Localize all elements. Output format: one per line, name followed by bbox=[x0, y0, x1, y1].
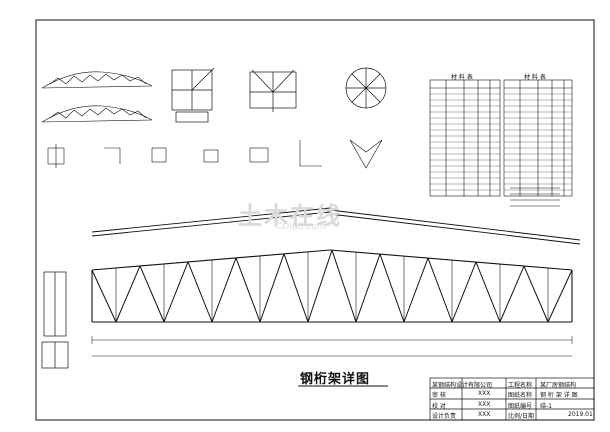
tb-row1-label: 审 核 bbox=[432, 392, 446, 399]
web-diagonal bbox=[379, 253, 405, 323]
node-detail-2 bbox=[249, 69, 297, 112]
watermark-sub: COI88.com bbox=[276, 222, 326, 232]
node-detail-3 bbox=[345, 67, 387, 109]
title-block bbox=[429, 377, 595, 421]
web-diagonal bbox=[115, 265, 141, 323]
tb-row1-value: XXX bbox=[478, 390, 491, 397]
web-diagonal bbox=[259, 253, 285, 323]
tb-row3-label: 设计负责 bbox=[432, 413, 457, 420]
tb-design-unit: 某钢结构设计有限公司 bbox=[432, 382, 493, 389]
material-table-left-title: 材 料 表 bbox=[451, 74, 473, 81]
tb-scale-value: 2019.01 bbox=[568, 411, 593, 418]
tb-row3-value: XXX bbox=[478, 411, 491, 418]
web-diagonal bbox=[307, 250, 333, 323]
watermark: 土木在线 bbox=[238, 202, 342, 230]
web-diagonal bbox=[91, 269, 117, 323]
web-diagonal bbox=[523, 265, 549, 323]
web-diagonal bbox=[427, 257, 453, 323]
column-section-detail bbox=[41, 271, 69, 369]
truss-elevation-small-2 bbox=[41, 105, 153, 123]
web-diagonal bbox=[187, 261, 213, 323]
web-diagonal bbox=[163, 261, 189, 323]
tb-row2-value: XXX bbox=[478, 401, 491, 408]
tb-project-label: 工程名称 bbox=[508, 382, 533, 389]
web-diagonal bbox=[475, 261, 501, 323]
section-details bbox=[47, 139, 383, 169]
web-diagonal bbox=[403, 257, 429, 323]
tb-project-value: 某厂房钢结构 bbox=[540, 382, 577, 389]
web-diagonal bbox=[235, 257, 261, 323]
tb-drawing-name-value: 钢 桁 架 详 图 bbox=[540, 392, 578, 399]
web-diagonal bbox=[499, 265, 525, 323]
web-diagonal bbox=[547, 269, 573, 323]
node-detail-1 bbox=[171, 67, 215, 123]
top-chord-left bbox=[91, 249, 331, 271]
main-truss bbox=[91, 249, 573, 323]
dimension-line bbox=[91, 336, 573, 357]
tb-drawing-name-label: 图纸名称 bbox=[508, 392, 533, 399]
material-table-right-title: 材 料 表 bbox=[524, 74, 546, 81]
truss-elevation-small-1 bbox=[41, 71, 153, 89]
web-diagonal bbox=[283, 253, 309, 323]
notes-block bbox=[510, 187, 560, 207]
web-diagonal bbox=[355, 253, 381, 323]
top-chord-members bbox=[91, 207, 581, 245]
drawing-title: 钢桁架详图 bbox=[300, 372, 371, 387]
material-table-left bbox=[429, 79, 501, 197]
web-diagonal bbox=[331, 250, 357, 323]
sheet-border bbox=[35, 19, 595, 421]
tb-row2-label: 校 对 bbox=[432, 403, 446, 410]
tb-drawing-no-label: 图纸编号 bbox=[508, 403, 533, 410]
top-chord-right bbox=[329, 249, 573, 271]
material-table-rows bbox=[430, 93, 572, 191]
material-table-right bbox=[503, 79, 573, 197]
web-members bbox=[91, 250, 573, 323]
tb-drawing-no-value: 结-1 bbox=[540, 403, 552, 410]
web-diagonal bbox=[451, 261, 477, 323]
web-diagonal bbox=[139, 265, 165, 323]
web-diagonal bbox=[211, 257, 237, 323]
tb-scale-label: 比例/日期 bbox=[508, 413, 535, 420]
